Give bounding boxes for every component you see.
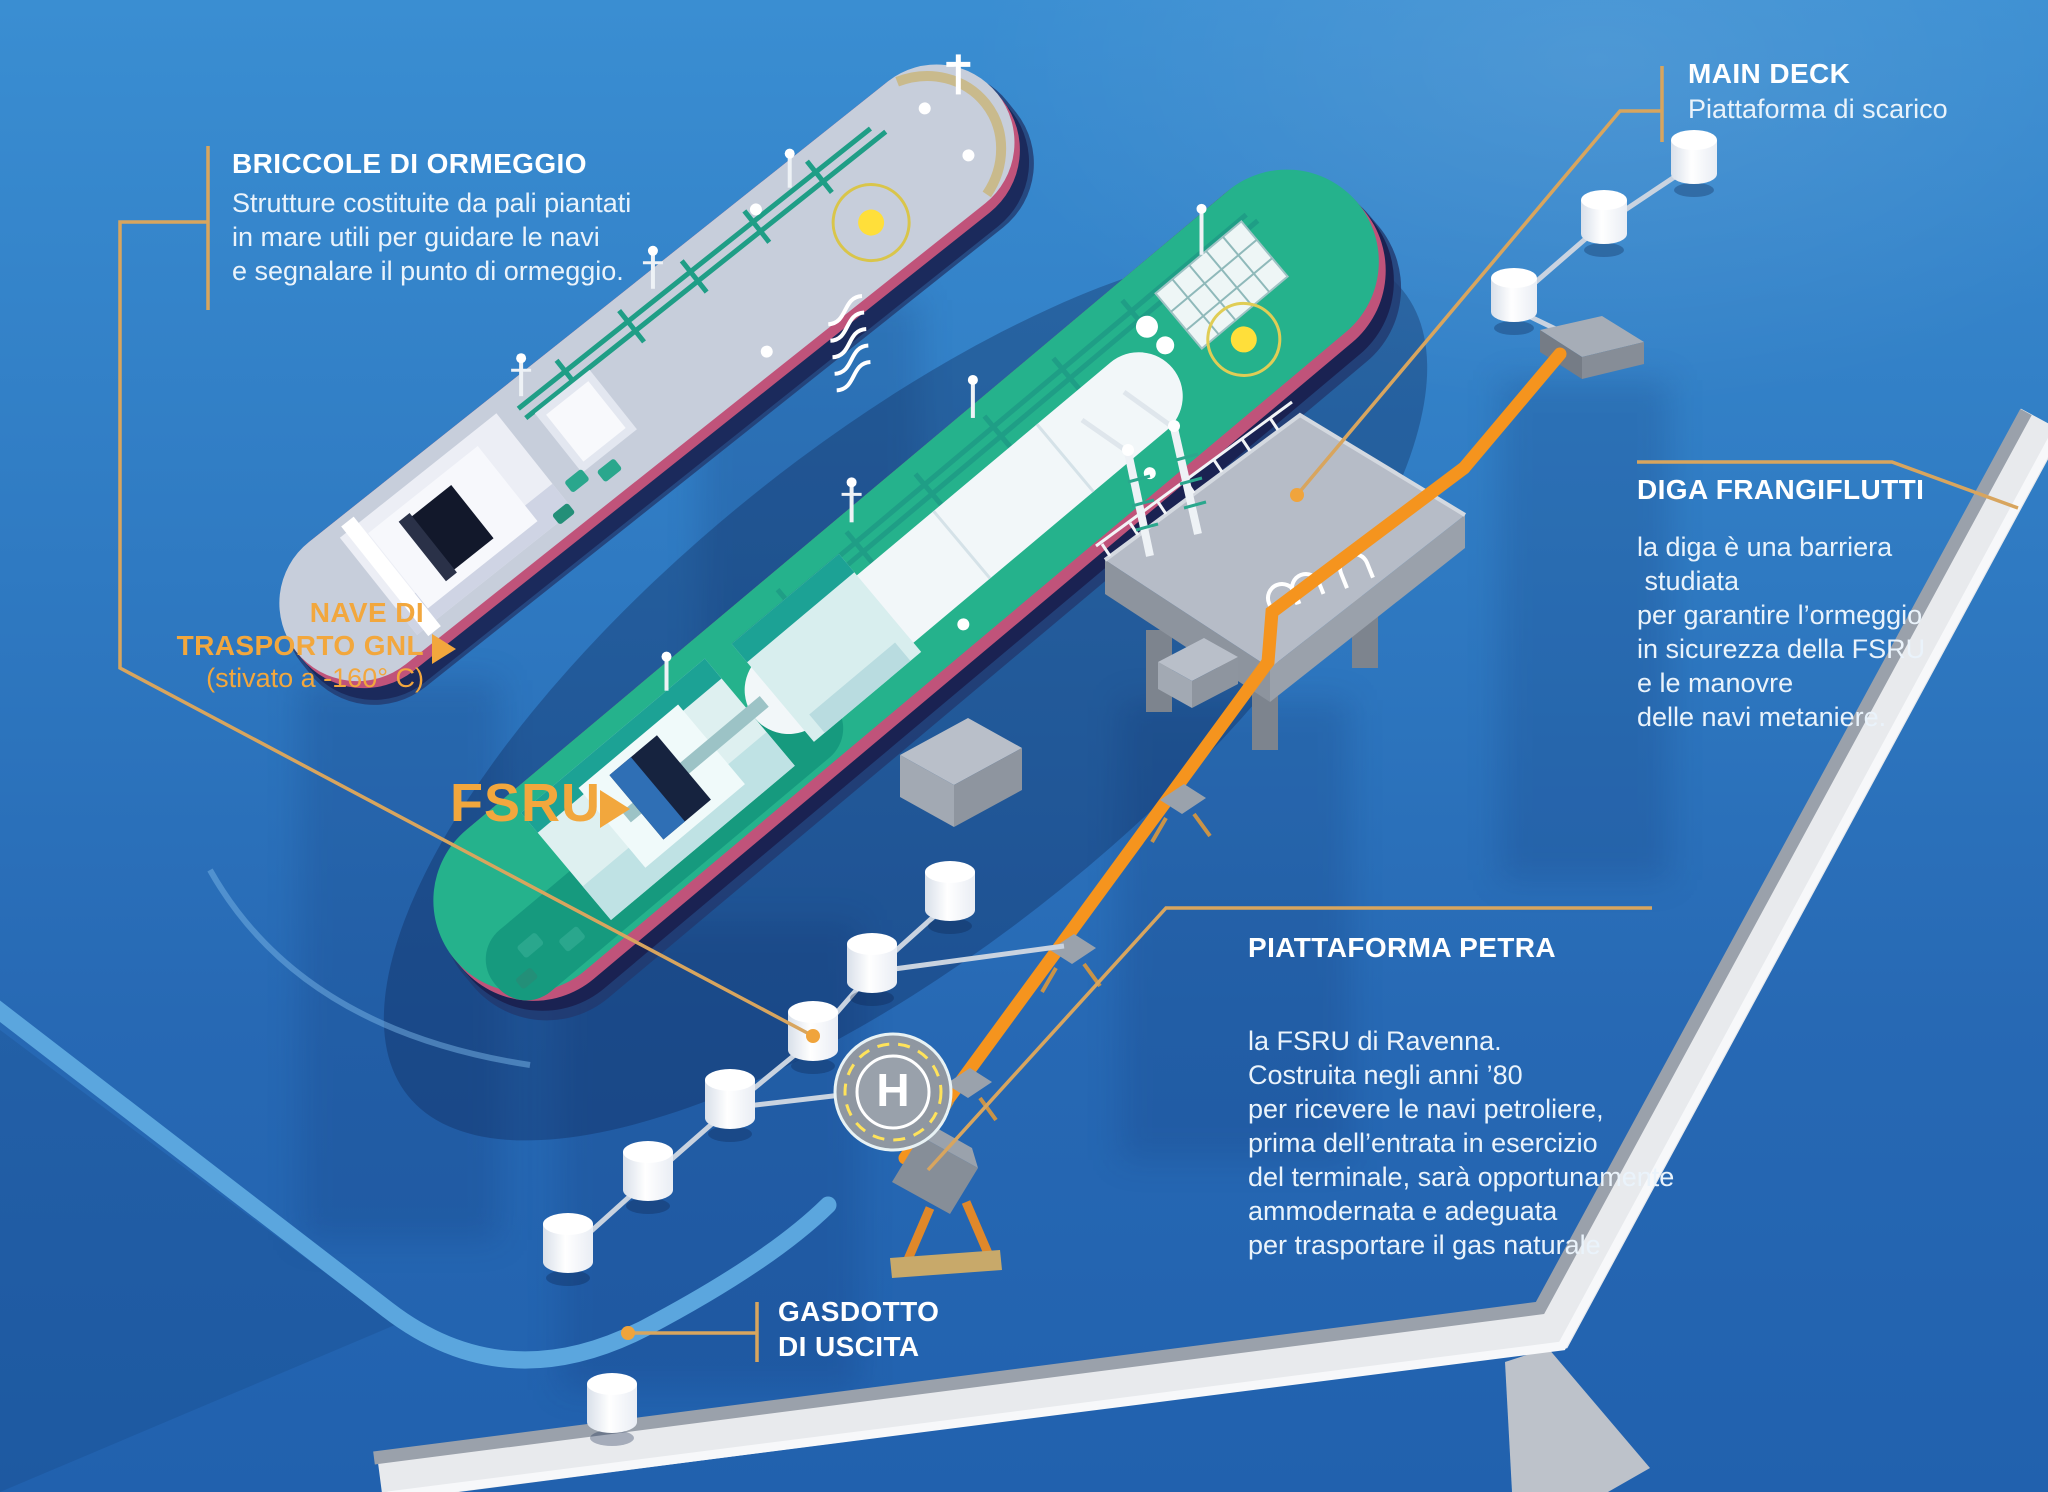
mooring-post [847, 933, 897, 1006]
loading-arm [1122, 389, 1207, 535]
bow-cross-mast [946, 54, 971, 95]
arrow-right-icon [432, 634, 456, 664]
main-deck-leader [1295, 109, 1662, 497]
gasdotto-label: GASDOTTO DI USCITA [778, 1294, 939, 1364]
breakwater-top [376, 408, 2048, 1492]
briccole-leader [118, 220, 814, 1038]
petra-leader [926, 906, 1652, 1172]
mooring-post [788, 1001, 838, 1074]
subsea-pipeline [898, 655, 1275, 1165]
main-deck-title: MAIN DECK [1688, 58, 1851, 89]
gasdotto-title: GASDOTTO DI USCITA [778, 1296, 940, 1362]
briccole-title: BRICCOLE DI ORMEGGIO [232, 148, 587, 179]
mooring-post [587, 1373, 637, 1446]
briccole-leader-dot [806, 1029, 820, 1043]
nave-line3: (stivato a -160° C) [206, 663, 424, 693]
helipad-letter: H [876, 1063, 910, 1116]
nave-line1: NAVE DI [309, 597, 424, 628]
mooring-post [925, 861, 975, 934]
leader-lines [118, 66, 2019, 1362]
mooring-dolphins-south [543, 861, 1065, 1446]
diga-leader [1637, 460, 2019, 510]
loading-arm [1080, 417, 1159, 557]
mooring-dolphins-north [1457, 130, 1717, 475]
diga-label: DIGA FRANGIFLUTTI la diga è una barriera… [1637, 474, 2037, 734]
pipeline-junction [1150, 784, 1212, 844]
main-deck-label: MAIN DECK Piattaforma di scarico [1688, 58, 2048, 126]
main-deck-subtitle: Piattaforma di scarico [1688, 94, 1948, 124]
fsru-ship [433, 169, 1402, 1021]
mooring-post [543, 1213, 593, 1286]
orange-riser-pipe [1457, 347, 1567, 475]
breakwater-side-face [1505, 1348, 1650, 1492]
nave-line2: TRASPORTO GNL [176, 630, 424, 661]
petra-title: PIATTAFORMA PETRA [1248, 932, 1557, 963]
lng-carrier-ship [279, 54, 1034, 705]
mooring-post [1491, 268, 1537, 335]
diga-title: DIGA FRANGIFLUTTI [1637, 474, 1925, 505]
water-shadow [1120, 700, 1350, 1160]
breakwater-highlight [387, 437, 2048, 1492]
mooring-post [623, 1141, 673, 1214]
nave-gnl-label: NAVE DI TRASPORTO GNL (stivato a -160° C… [156, 596, 424, 695]
main-deck-leader-dot [1290, 488, 1304, 502]
petra-body: la FSRU di Ravenna. Costruita negli anni… [1248, 1026, 1675, 1260]
sea-shading [0, 1030, 395, 1492]
warehouse-box-small [1158, 638, 1238, 708]
transfer-hoses [827, 294, 871, 393]
mooring-post [1671, 130, 1717, 197]
gasdotto-leader-dot [621, 1326, 635, 1340]
diga-body: la diga è una barriera studiata per gara… [1637, 532, 1926, 732]
petra-label: PIATTAFORMA PETRA la FSRU di Ravenna. Co… [1248, 932, 1688, 1262]
manifold-platform [1540, 316, 1644, 379]
warehouse-box [900, 718, 1022, 827]
briccole-body: Strutture costituite da pali piantati in… [232, 188, 632, 286]
deck-pipe [1261, 461, 1471, 669]
main-deck-platform [1080, 389, 1471, 750]
water-ripple [207, 868, 531, 1068]
water-shadow [560, 920, 860, 1390]
breakwater [373, 408, 2048, 1492]
breakwater-inner-edge [373, 408, 2032, 1465]
arrow-right-icon [600, 790, 630, 828]
fsru-label: FSRU [450, 773, 601, 833]
briccole-label: BRICCOLE DI ORMEGGIO Strutture costituit… [232, 148, 702, 288]
mooring-post [1581, 190, 1627, 257]
mooring-post [705, 1069, 755, 1142]
